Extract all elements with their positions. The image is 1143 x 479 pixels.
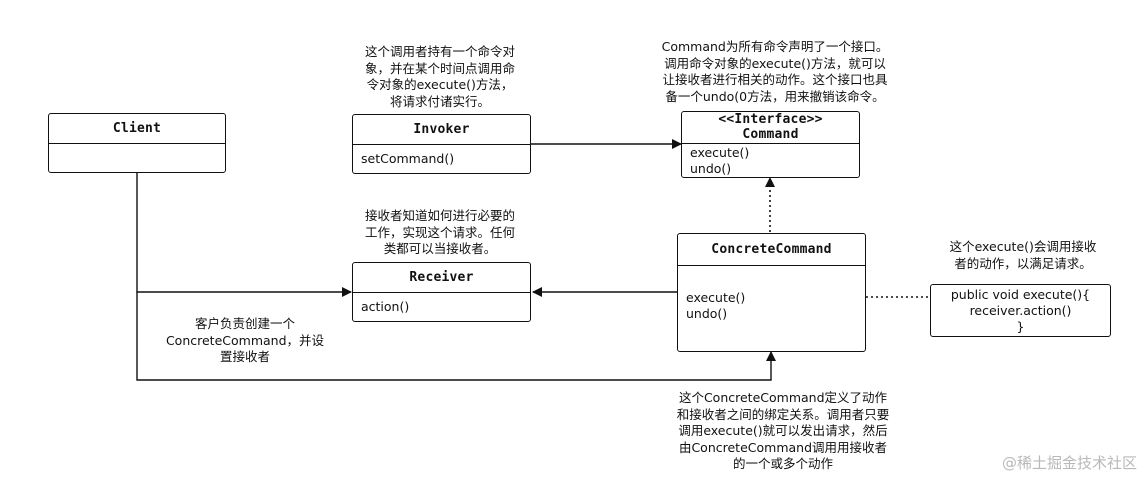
note-line: 者的动作，以满足请求。 [954, 255, 1092, 271]
command-interface-header: <<Interface>> Command [682, 112, 859, 144]
note-line: 这个execute()会调用接收 [949, 239, 1097, 254]
concrete-command-class-methods: execute() undo() [678, 266, 865, 325]
note-line: 令对象的execute()方法， [366, 77, 514, 92]
note-line: 这个ConcreteCommand定义了动作 [678, 390, 888, 405]
command-interface: <<Interface>> Command execute() undo() [681, 111, 860, 178]
concrete-command-note: 这个ConcreteCommand定义了动作 和接收者之间的绑定关系。调用者只要… [658, 390, 908, 473]
note-line: 备一个undo(0方法，用来撤销该命令。 [665, 88, 885, 104]
invoker-note: 这个调用者持有一个命令对 象，并在某个时间点调用命 令对象的execute()方… [330, 44, 550, 110]
concrete-command-class: ConcreteCommand execute() undo() [677, 233, 866, 352]
note-line: 类都可以当接收者。 [383, 241, 497, 256]
command-note: Command为所有命令声明了一个接口。 调用命令对象的execute()方法，… [640, 39, 910, 105]
invoker-class: Invoker setCommand() [352, 114, 531, 174]
note-line: 工作，实现这个请求。任何 [364, 224, 515, 240]
receiver-class-methods: action() [353, 293, 530, 319]
command-stereotype: <<Interface>> [718, 112, 823, 127]
client-class-name: Client [49, 114, 225, 144]
note-line: 象，并在某个时间点调用命 [364, 60, 515, 76]
method: undo() [686, 305, 728, 321]
note-line: 和接收者之间的绑定关系。调用者只要 [676, 406, 890, 422]
note-line: 的一个或多个动作 [732, 456, 833, 471]
concrete-command-class-name: ConcreteCommand [678, 234, 865, 266]
method: undo() [690, 161, 732, 176]
note-line: 由ConcreteCommand调用用接收者 [678, 439, 888, 455]
command-interface-name: Command [742, 126, 799, 142]
client-class-body [49, 144, 225, 152]
invoker-class-name: Invoker [353, 115, 530, 145]
watermark: @稀土掘金技术社区 [1001, 454, 1137, 472]
note-line: 调用命令对象的execute()方法，就可以 [664, 55, 886, 71]
command-interface-methods: execute() undo() [682, 144, 859, 181]
note-line: Command为所有命令声明了一个接口。 [661, 39, 889, 54]
note-line: 将请求付诸实行。 [389, 93, 490, 109]
receiver-note: 接收者知道如何进行必要的 工作，实现这个请求。任何 类都可以当接收者。 [340, 208, 540, 258]
receiver-class: Receiver action() [352, 262, 531, 322]
code-line: public void execute(){ [950, 287, 1091, 302]
client-class: Client [48, 113, 226, 173]
note-line: 让接收者进行相关的动作。这个接口也具 [662, 72, 888, 87]
method: execute() [690, 145, 750, 160]
note-line: 接收者知道如何进行必要的 [364, 208, 515, 223]
execute-code-box: public void execute(){ receiver.action()… [930, 284, 1111, 337]
client-to-receiver-association [136, 172, 352, 297]
note-line: 调用execute()就可以发出请求，然后 [678, 423, 888, 438]
method: action() [361, 299, 410, 314]
execute-note: 这个execute()会调用接收 者的动作，以满足请求。 [928, 239, 1118, 272]
method: setCommand() [361, 151, 455, 166]
note-line: 客户负责创建一个 [194, 316, 295, 331]
note-line: 这个调用者持有一个命令对 [364, 44, 515, 59]
method: execute() [686, 290, 746, 305]
code-line: receiver.action() [969, 303, 1072, 318]
client-to-concrete-command-association [136, 292, 776, 381]
invoker-class-methods: setCommand() [353, 145, 530, 171]
note-line: 置接收者 [219, 349, 270, 364]
note-line: ConcreteCommand，并设 [165, 332, 325, 348]
code-line: } [1016, 319, 1025, 334]
client-note: 客户负责创建一个 ConcreteCommand，并设 置接收者 [150, 316, 340, 366]
receiver-class-name: Receiver [353, 263, 530, 293]
